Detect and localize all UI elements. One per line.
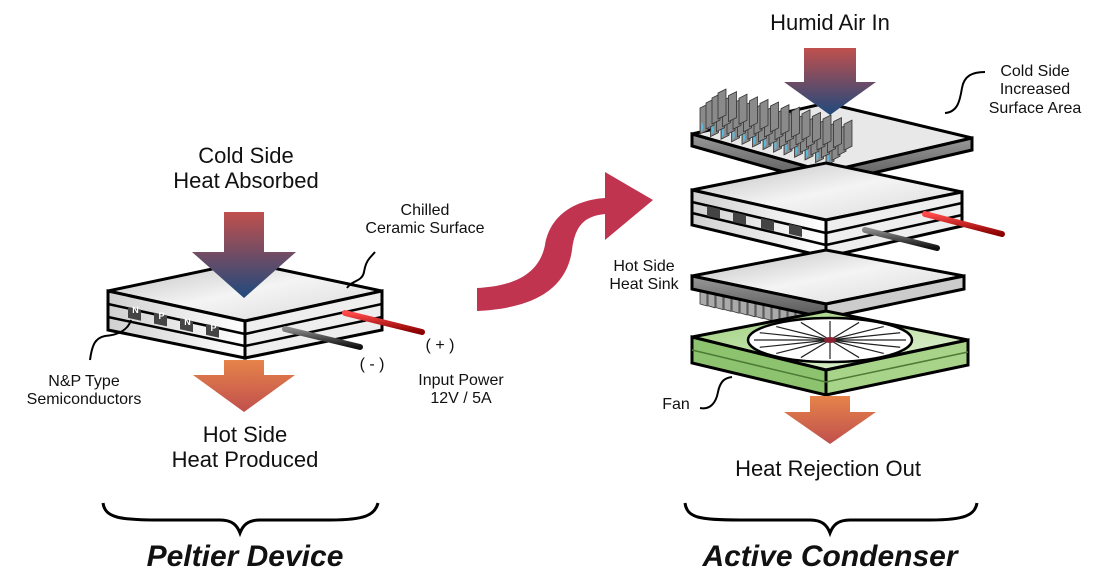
negative-terminal-label: ( - ) bbox=[359, 356, 385, 373]
cold-side-fins-label: Cold Side Increased Surface Area bbox=[975, 63, 1095, 118]
fin bbox=[780, 103, 790, 136]
fin bbox=[717, 88, 727, 120]
fins-line3: Surface Area bbox=[988, 99, 1082, 117]
fin bbox=[791, 106, 800, 138]
cold-side-label: Cold Side Heat Absorbed bbox=[160, 143, 332, 194]
fan-blade bbox=[829, 339, 860, 359]
fin bbox=[801, 109, 811, 141]
active-condenser-title: Active Condenser bbox=[702, 540, 958, 573]
np-label: P bbox=[158, 311, 165, 321]
transition-arrow-icon bbox=[477, 172, 653, 311]
hot-arrow-icon bbox=[193, 360, 295, 412]
fin bbox=[738, 93, 748, 125]
fin bbox=[822, 114, 832, 146]
chilled-line2: Ceramic Surface bbox=[365, 220, 485, 238]
fan-leader-line bbox=[699, 376, 733, 410]
air-in-arrow-icon bbox=[784, 48, 876, 115]
peltier-device-title: Peltier Device bbox=[146, 540, 344, 573]
chilled-line1: Chilled bbox=[400, 202, 450, 219]
np-label: N bbox=[132, 305, 139, 315]
heat-sink-line2: Heat Sink bbox=[609, 276, 679, 294]
np-label: P bbox=[210, 323, 217, 333]
hot-side-label: Hot Side Heat Produced bbox=[150, 422, 340, 473]
fan-blade bbox=[829, 339, 884, 355]
semiconductors-label: N&P Type Semiconductors bbox=[4, 373, 164, 410]
fan-blade bbox=[829, 325, 884, 341]
cold-side-line1: Cold Side bbox=[198, 143, 294, 168]
fan-blade bbox=[829, 339, 901, 348]
fin bbox=[843, 119, 853, 151]
fan-blade bbox=[829, 321, 860, 341]
np-label: N bbox=[184, 317, 191, 327]
fin bbox=[812, 111, 821, 144]
fin bbox=[770, 101, 779, 133]
semiconductors-line1: N&P Type bbox=[48, 373, 120, 390]
semiconductors-line2: Semiconductors bbox=[26, 391, 142, 409]
chilled-surface-label: Chilled Ceramic Surface bbox=[352, 202, 498, 239]
cooling-fins bbox=[699, 88, 853, 166]
humid-air-in-label: Humid Air In bbox=[770, 10, 890, 35]
fins-line2: Increased bbox=[999, 81, 1071, 99]
fan-blade bbox=[776, 325, 831, 341]
fan-blade bbox=[800, 321, 831, 341]
condenser-brace bbox=[683, 502, 979, 538]
cold-side-line2: Heat Absorbed bbox=[173, 168, 319, 194]
fin bbox=[728, 90, 737, 123]
heat-sink-line1: Hot Side bbox=[613, 258, 675, 275]
heat-rejection-out-label: Heat Rejection Out bbox=[735, 456, 921, 481]
fin bbox=[749, 96, 758, 128]
fan-label: Fan bbox=[662, 396, 690, 413]
positive-terminal-label: ( + ) bbox=[425, 337, 455, 354]
fan-unit bbox=[690, 309, 970, 397]
semiconductor-leader-line bbox=[89, 319, 132, 361]
fan-blade bbox=[759, 332, 831, 341]
fin bbox=[759, 98, 769, 131]
fan-blade bbox=[759, 339, 831, 348]
fin bbox=[833, 116, 842, 149]
input-power-line2: 12V / 5A bbox=[430, 390, 492, 408]
input-power-label: Input Power 12V / 5A bbox=[400, 372, 522, 409]
np-semiconductor-blocks bbox=[128, 306, 219, 338]
chilled-leader-line bbox=[346, 251, 376, 289]
negative-wire bbox=[282, 326, 363, 350]
fins-leader-line bbox=[944, 71, 986, 114]
heat-sink-label: Hot Side Heat Sink bbox=[596, 258, 692, 295]
peltier-brace bbox=[101, 502, 380, 538]
fan-blade bbox=[800, 339, 831, 359]
cold-arrow-icon bbox=[192, 212, 296, 298]
hot-side-line2: Heat Produced bbox=[171, 447, 319, 473]
fan-blade bbox=[829, 332, 901, 341]
condenser-peltier-module bbox=[690, 161, 1005, 259]
fins-line1: Cold Side bbox=[1000, 63, 1070, 80]
heat-out-arrow-icon bbox=[784, 396, 876, 444]
positive-wire bbox=[342, 310, 425, 335]
peltier-device bbox=[106, 260, 425, 360]
hot-side-line1: Hot Side bbox=[202, 422, 288, 447]
input-power-line1: Input Power bbox=[418, 372, 504, 389]
fan-blade bbox=[776, 339, 831, 355]
